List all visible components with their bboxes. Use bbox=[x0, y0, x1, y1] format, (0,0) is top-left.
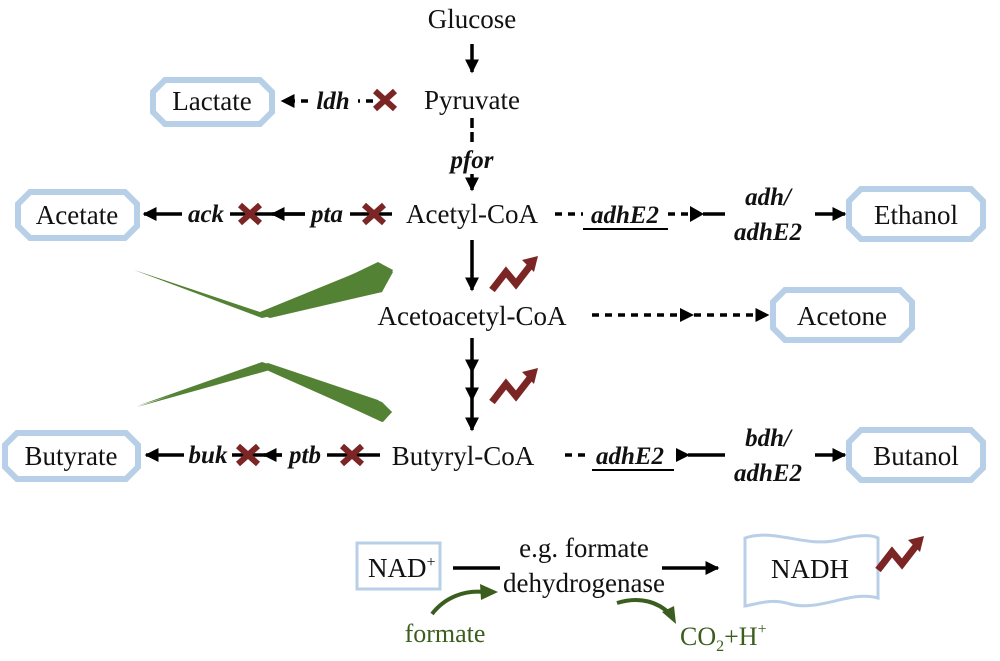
product-box-acetone bbox=[770, 287, 915, 343]
gene-ldh: ldh bbox=[316, 88, 349, 115]
arrowhead bbox=[676, 448, 690, 462]
arrow-co2-curve bbox=[616, 598, 672, 616]
metabolite-butyryl-coa: Butyryl-CoA bbox=[392, 441, 535, 471]
gene-pta: pta bbox=[309, 201, 343, 228]
gene-buk: buk bbox=[189, 442, 228, 469]
gene-label-bg bbox=[308, 86, 358, 114]
cofactor-nadh: NADH bbox=[771, 554, 849, 584]
upregulation-nadh-icon bbox=[878, 536, 924, 570]
gene-adhe2-butanol: adhE2 bbox=[734, 460, 802, 487]
gene-pfor: pfor bbox=[448, 147, 493, 174]
arrowhead-formate bbox=[480, 584, 498, 600]
product-box-ethanol bbox=[846, 186, 986, 242]
product-ethanol: Ethanol bbox=[874, 200, 958, 230]
green-chevron-lower-body bbox=[137, 362, 392, 422]
cofactor-co2-h: CO2+H+ bbox=[680, 621, 767, 655]
gene-adhe2-upper: adhE2 bbox=[591, 202, 659, 229]
upregulation-thl-icon bbox=[492, 256, 538, 290]
upregulation-hbd-crt-bcd-icon bbox=[492, 368, 538, 402]
enzyme-line2: dehydrogenase bbox=[503, 568, 665, 598]
metabolite-acetyl-coa: Acetyl-CoA bbox=[406, 199, 538, 229]
enzyme-line1: e.g. formate bbox=[519, 533, 649, 563]
product-acetate: Acetate bbox=[36, 200, 118, 230]
arrowhead-co2 bbox=[662, 606, 676, 624]
cofactor-box-nad bbox=[355, 541, 442, 591]
metabolite-acetoacetyl-coa: Acetoacetyl-CoA bbox=[378, 301, 567, 331]
arrowhead bbox=[690, 206, 704, 222]
product-butyrate: Butyrate bbox=[25, 441, 118, 471]
gene-bdh: bdh/ bbox=[745, 425, 793, 452]
green-chevron-upper-body bbox=[134, 263, 393, 318]
product-box-butyrate bbox=[2, 430, 141, 482]
product-acetone: Acetone bbox=[797, 301, 887, 331]
metabolite-glucose: Glucose bbox=[428, 4, 516, 34]
gene-adhe2-ethanol: adhE2 bbox=[734, 219, 802, 246]
metabolite-pyruvate: Pyruvate bbox=[424, 85, 520, 115]
gene-adh: adh/ bbox=[745, 184, 793, 211]
arrowhead bbox=[680, 308, 694, 322]
cofactor-nad: NAD+ bbox=[368, 553, 436, 583]
product-box-lactate bbox=[150, 77, 275, 127]
product-box-acetate bbox=[15, 189, 140, 241]
green-chevron-upper bbox=[134, 262, 393, 318]
product-box-butanol bbox=[846, 427, 986, 483]
product-lactate: Lactate bbox=[172, 86, 251, 116]
green-chevron-lower bbox=[137, 363, 392, 422]
cofactor-formate: formate bbox=[405, 619, 486, 648]
gene-ack: ack bbox=[188, 201, 225, 228]
knockout-ldh-icon bbox=[375, 91, 395, 109]
gene-adhe2-lower: adhE2 bbox=[596, 443, 664, 470]
product-butanol: Butanol bbox=[873, 441, 959, 471]
arrow-formate-curve bbox=[430, 589, 485, 616]
gene-ptb: ptb bbox=[287, 442, 321, 469]
